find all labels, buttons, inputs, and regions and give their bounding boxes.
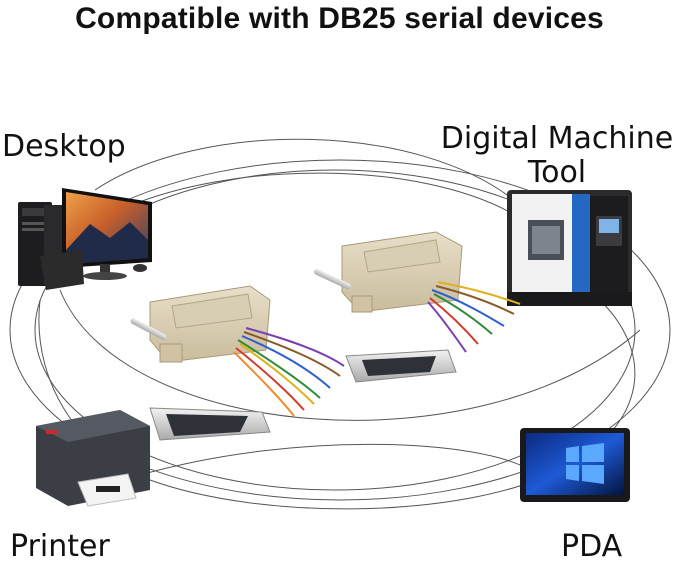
db25-adapter-left [130,285,345,441]
connection-line [119,172,516,216]
connection-line [34,169,636,491]
pda-label: PDA [561,529,623,564]
machine-label: Digital Machine Tool [432,122,679,190]
connection-line [59,289,641,421]
wires-left [233,327,345,417]
headline: Compatible with DB25 serial devices [75,2,604,35]
desktop-computer [18,188,152,290]
connection-lines [9,138,671,510]
connection-line [139,443,531,476]
windows-logo [566,443,604,484]
wires-right [427,281,521,353]
printer-label: Printer [10,529,110,564]
machine-label-line2: Tool [527,155,587,190]
desktop-label: Desktop [2,129,126,164]
pda-tablet [520,428,630,502]
connection-line [38,299,561,510]
connection-line [9,159,671,501]
connection-line [94,138,521,206]
machine-label-line1: Digital Machine [440,121,674,156]
db25-adapter-right [314,231,521,383]
label-printer [36,410,150,507]
cnc-machine [507,190,632,306]
